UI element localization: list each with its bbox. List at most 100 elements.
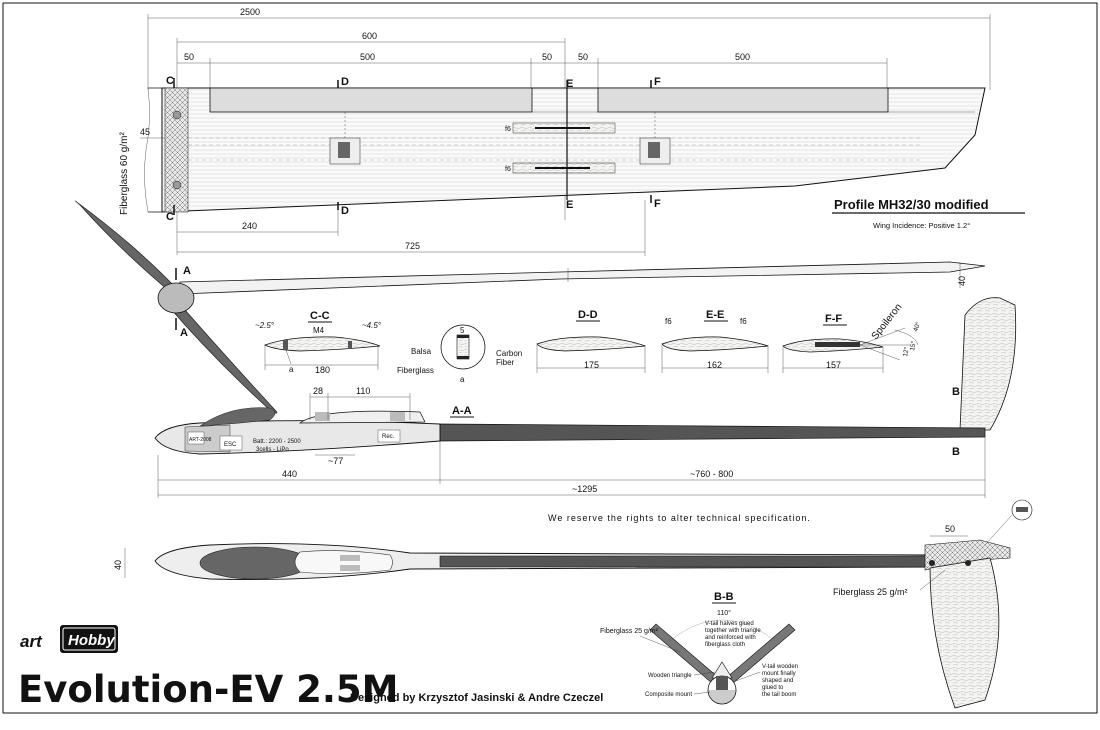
svg-text:M4: M4 [313,326,325,335]
section-detail-spar: 5 Balsa Fiberglass Carbon Fiber a [397,324,522,384]
profile-title: Profile MH32/30 modified [834,197,989,212]
spec-notice: We reserve the rights to alter technical… [548,513,811,523]
svg-text:Rec.: Rec. [382,434,395,440]
svg-text:C: C [166,75,174,87]
svg-text:D: D [341,205,349,217]
svg-text:F: F [654,198,661,210]
section-dd: D-D 175 [536,309,646,373]
dim-500-b: 500 [735,52,750,62]
dim-50-b: 50 [542,52,552,62]
model-title: Evolution-EV 2.5M [18,668,398,711]
svg-text:5: 5 [460,326,465,335]
dim-1295: ~1295 [572,484,597,494]
svg-text:Composite mount: Composite mount [645,692,692,698]
dim-77: ~77 [328,456,343,466]
svg-text:~4.5°: ~4.5° [362,321,382,330]
fuselage-top-view: 40 50 Fiberglass 25 g/m² [113,499,1033,709]
svg-text:B-B: B-B [714,591,734,603]
propeller-side-view: A A [75,200,278,414]
svg-text:E: E [566,199,573,211]
svg-text:and reinforced with: and reinforced with [705,635,756,641]
svg-text:the tail boom: the tail boom [762,692,796,698]
svg-text:D-D: D-D [578,309,598,321]
dim-40-top: 40 [113,560,123,570]
dim-240: 240 [242,221,257,231]
dim-2500: 2500 [240,7,260,17]
svg-text:A: A [180,327,188,339]
dim-50-c: 50 [578,52,588,62]
dim-760-800: ~760 - 800 [690,469,733,479]
section-bb: B-B 110° Fiberglass 25 g/m² V-tail halve… [600,591,798,705]
v-tail-side [959,297,1017,431]
svg-text:Batt.: 2200 - 2500: Batt.: 2200 - 2500 [253,439,301,445]
svg-text:ART-2008: ART-2008 [189,437,212,443]
svg-text:glued to: glued to [762,685,784,691]
svg-text:Balsa: Balsa [411,347,432,356]
dim-500-a: 500 [360,52,375,62]
aileron-panel [597,87,889,113]
svg-text:shaped and: shaped and [762,678,793,684]
dim-110: 110 [356,386,370,396]
dim-440: 440 [282,469,297,479]
section-aa-label: A-A [452,405,472,417]
dim-28: 28 [313,386,323,396]
svg-text:D: D [341,76,349,88]
svg-text:110°: 110° [717,609,731,617]
svg-text:A: A [183,265,191,277]
svg-text:Wooden triangle: Wooden triangle [648,673,692,679]
svg-text:~2.5°: ~2.5° [255,321,275,330]
svg-text:f6: f6 [665,317,672,326]
svg-text:Fiberglass 25 g/m²: Fiberglass 25 g/m² [600,628,659,635]
section-markers: C C D D E E F F [166,75,661,223]
fuselage-side-view: B B ART-2008 ESC Batt.: 2200 - 2500 3cel… [154,297,1017,498]
dim-157: 157 [826,360,841,370]
svg-text:Fiberglass: Fiberglass [397,366,434,375]
art-hobby-logo: art Hobby [20,625,118,653]
dim-45: 45 [140,127,150,137]
dim-50-top: 50 [945,524,955,534]
dim-180: 180 [315,365,330,375]
svg-text:E: E [566,78,573,90]
svg-text:Fiber: Fiber [496,358,515,367]
svg-text:B: B [952,446,960,458]
svg-text:12°: 12° [901,346,911,357]
svg-text:E-E: E-E [706,309,724,321]
dim-725: 725 [405,241,420,251]
wing-incidence: Wing Incidence: Positive 1.2° [873,221,970,230]
svg-text:F-F: F-F [825,313,842,325]
wing-f6-a: f6 [505,126,511,133]
designer-credit: Designed by Krzysztof Jasinski & Andre C… [350,692,603,704]
svg-text:C: C [166,211,174,223]
svg-text:C-C: C-C [310,310,330,322]
section-cc: C-C 180 ~2.5° ~4.5° M4 a [255,310,382,375]
svg-text:f6: f6 [740,317,747,326]
svg-text:Carbon: Carbon [496,349,522,358]
wing-fiberglass-label: Fiberglass 60 g/m² [119,132,130,215]
dim-600: 600 [362,31,377,41]
svg-text:fiberglass cloth: fiberglass cloth [705,642,745,648]
svg-text:F: F [654,76,661,88]
section-ee: E-E f6 f6 162 [661,309,769,373]
svg-text:15°: 15° [908,340,918,351]
sheet-frame [2,2,1098,714]
section-ff: F-F Spoileron 12° 15° 40° 157 [782,302,922,373]
svg-text:ESC: ESC [224,442,237,448]
svg-text:art: art [20,632,43,651]
tail-boom-side [439,423,986,442]
wing-plan-view: 2500 600 50 500 50 50 500 [119,7,1025,256]
svg-text:together with triangle: together with triangle [705,628,761,634]
svg-text:Spoileron: Spoileron [870,302,905,342]
dim-175: 175 [584,360,599,370]
svg-text:V-tail wooden: V-tail wooden [762,664,798,670]
dim-50-a: 50 [184,52,194,62]
svg-text:a: a [289,365,294,374]
svg-text:40°: 40° [911,320,922,332]
svg-text:B: B [952,386,960,398]
wing-front-view: 40 [179,261,986,295]
svg-text:a: a [460,375,465,384]
tail-fiberglass-label: Fiberglass 25 g/m² [833,587,908,597]
svg-text:Hobby: Hobby [68,632,115,649]
dim-40-front: 40 [957,276,967,286]
dim-162: 162 [707,360,722,370]
